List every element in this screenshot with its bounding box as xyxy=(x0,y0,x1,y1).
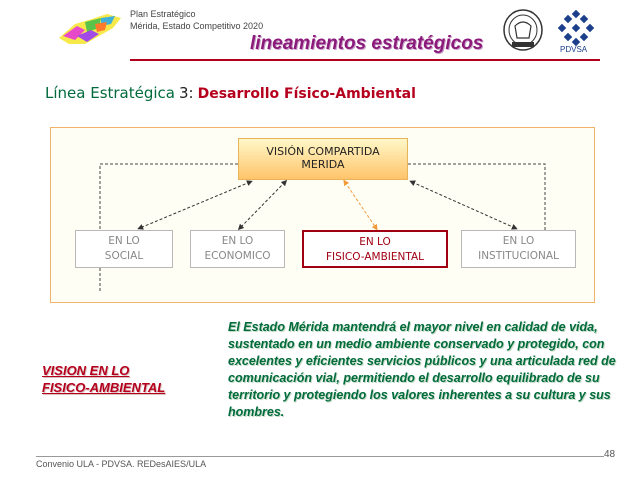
pillar-economico: EN LO ECONOMICO xyxy=(190,230,285,268)
footer-divider xyxy=(36,456,604,457)
plan-line-1: Plan Estratégico xyxy=(130,9,196,19)
vision-label-line-1: VISION EN LO xyxy=(42,363,130,378)
pillar-fisico-ambiental: EN LO FISICO-AMBIENTAL xyxy=(302,230,448,268)
vision-statement: El Estado Mérida mantendrá el mayor nive… xyxy=(228,320,616,419)
pillar-line-2: SOCIAL xyxy=(104,250,144,262)
vision-box-line-1: VISIÓN COMPARTIDA xyxy=(266,145,380,158)
pillar-line-1: EN LO xyxy=(221,235,254,247)
pillar-line-1: EN LO xyxy=(502,235,535,247)
pillar-institucional: EN LO INSTITUCIONAL xyxy=(461,230,576,268)
pillar-line-1: EN LO xyxy=(359,236,391,248)
footer-credit: Convenio ULA - PDVSA. REDesAIES/ULA xyxy=(36,459,207,469)
pillar-line-2: FISICO-AMBIENTAL xyxy=(325,251,424,263)
page-number: 48 xyxy=(604,449,616,460)
plan-subtitle: Plan Estratégico Mérida, Estado Competit… xyxy=(130,8,263,32)
plan-line-2: Mérida, Estado Competitivo 2020 xyxy=(130,21,264,31)
strategic-line-name: Desarrollo Físico-Ambiental xyxy=(197,86,416,102)
merida-map-logo-icon xyxy=(59,14,121,44)
header-divider xyxy=(130,59,600,61)
pdvsa-logo-icon xyxy=(557,9,595,47)
vision-box-line-2: MERIDA xyxy=(301,158,345,171)
pillar-line-2: INSTITUCIONAL xyxy=(478,250,559,262)
strategic-line-prefix: Línea Estratégica xyxy=(45,84,175,102)
pillar-social: EN LO SOCIAL xyxy=(75,230,173,268)
vision-label: VISION EN LO FISICO-AMBIENTAL xyxy=(42,362,165,396)
pillar-line-1: EN LO xyxy=(108,235,140,247)
pillar-line-2: ECONOMICO xyxy=(204,250,271,262)
ula-seal-icon xyxy=(503,9,543,51)
pdvsa-label: PDVSA xyxy=(560,45,588,54)
vision-label-line-2: FISICO-AMBIENTAL xyxy=(42,380,166,395)
vision-compartida-box: VISIÓN COMPARTIDA MERIDA xyxy=(238,138,408,180)
section-title: lineamientos estratégicos xyxy=(250,33,484,54)
strategic-line-number: 3: xyxy=(179,84,194,102)
